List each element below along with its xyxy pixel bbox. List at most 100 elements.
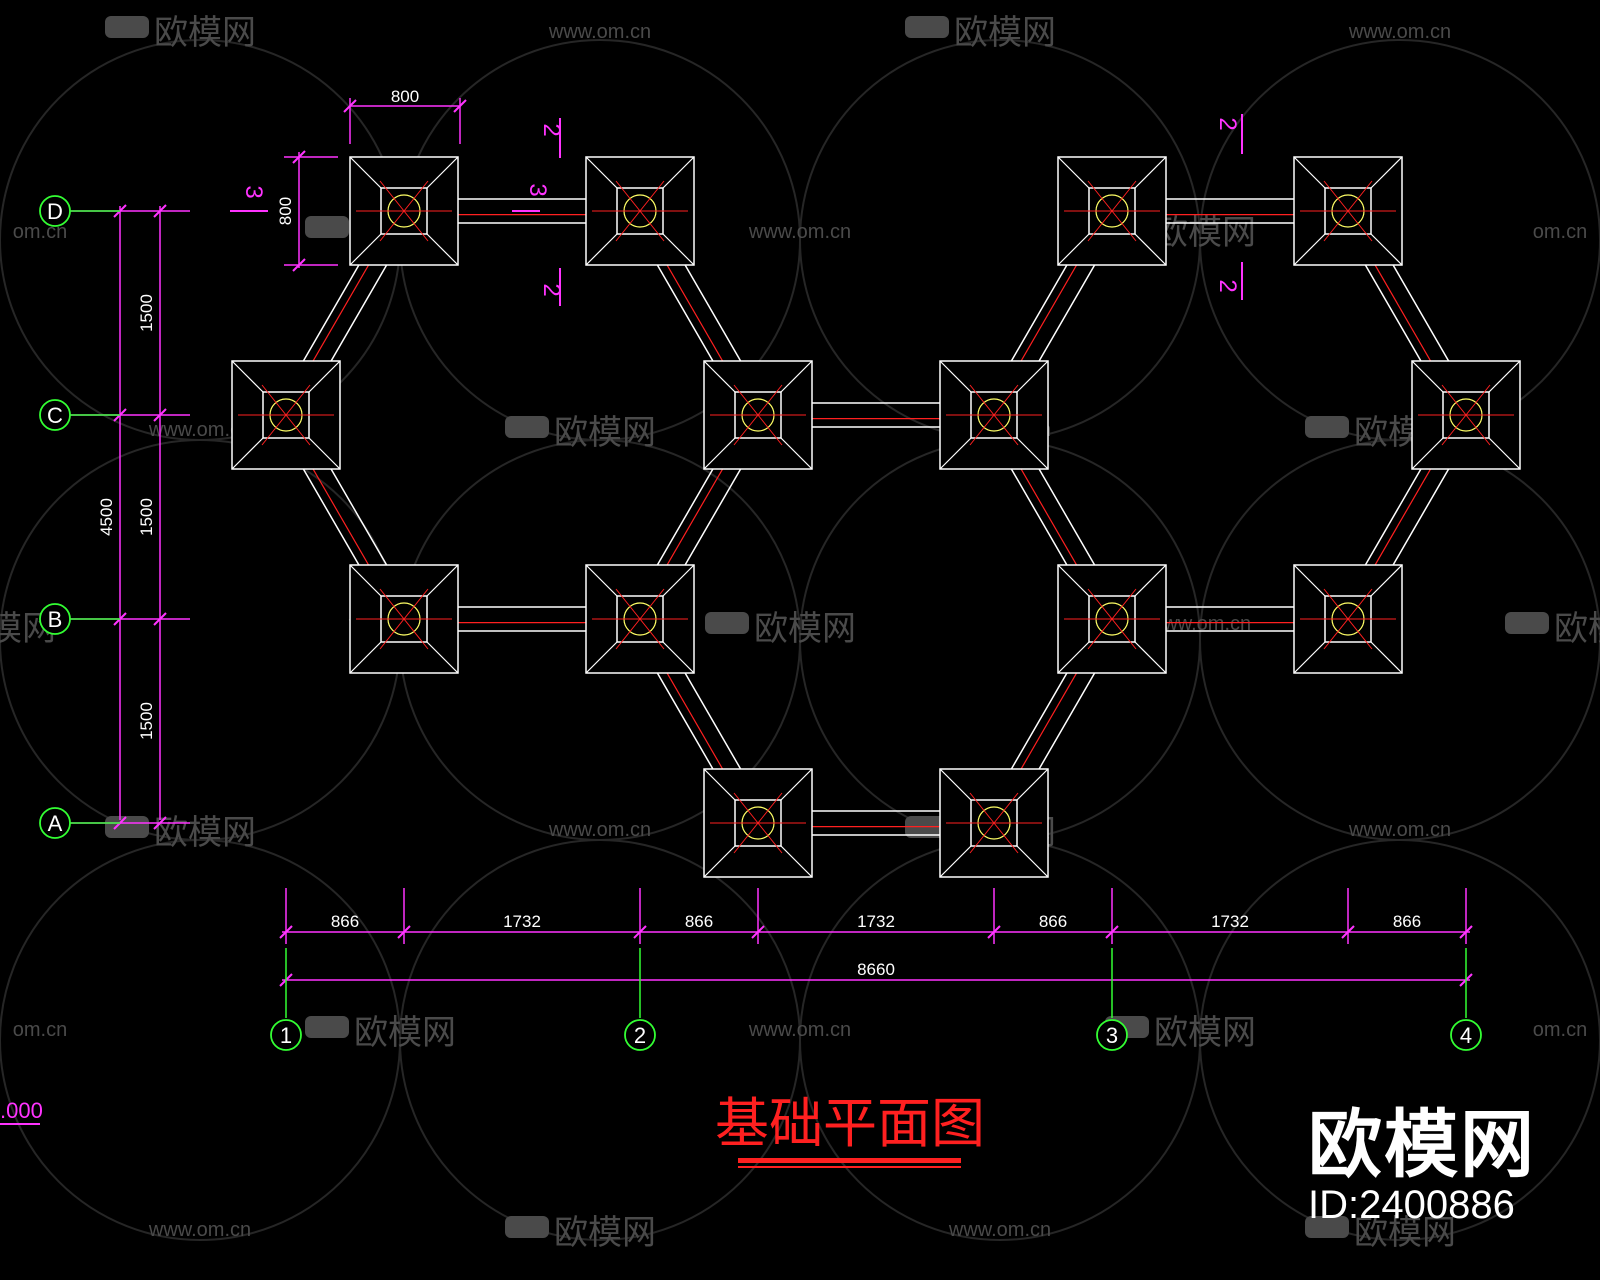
dim-horizontal-segment: 866 bbox=[1393, 912, 1421, 931]
pad-slope-line bbox=[1134, 564, 1167, 597]
pad-slope-line bbox=[308, 360, 341, 393]
foundation-pad bbox=[585, 156, 695, 266]
pad-slope-line bbox=[939, 768, 972, 801]
pad-slope-line bbox=[1293, 156, 1326, 189]
pad-slope-line bbox=[780, 768, 813, 801]
pad-slope-line bbox=[780, 360, 813, 393]
pad-centerline bbox=[1087, 588, 1137, 650]
axis-bubble-row bbox=[39, 195, 71, 227]
pad-slope-line bbox=[231, 437, 264, 470]
axis-bubble-col bbox=[1096, 1019, 1128, 1051]
dimension-tick bbox=[453, 99, 467, 113]
pad-slope-line bbox=[1293, 233, 1326, 266]
dimension-tick bbox=[751, 925, 765, 939]
pad-centerline bbox=[615, 588, 665, 650]
pad-slope-line bbox=[585, 641, 618, 674]
annotation-layer: 基础平面图 .000 bbox=[0, 1092, 985, 1168]
pad-slope-line bbox=[1293, 641, 1326, 674]
pad-slope-line bbox=[426, 564, 459, 597]
section-mark-label: 2 bbox=[1214, 117, 1241, 130]
pad-centerline bbox=[1323, 588, 1373, 650]
axis-label-col: 2 bbox=[634, 1023, 646, 1048]
axis-bubble-col bbox=[1450, 1019, 1482, 1051]
foundation-pad bbox=[1293, 564, 1403, 674]
axis-label-row: A bbox=[48, 811, 63, 836]
watermark-arc bbox=[1199, 839, 1600, 1241]
watermark-logo-text: 欧模网 bbox=[354, 1014, 456, 1052]
pad-slope-line bbox=[703, 845, 736, 878]
pad-slope-line bbox=[939, 437, 972, 470]
axis-label-row: B bbox=[48, 607, 63, 632]
foundation-pad bbox=[1293, 156, 1403, 266]
watermark-logo-icon bbox=[705, 612, 749, 634]
dim-vertical-segment: 1500 bbox=[137, 498, 156, 536]
pad-slope-line bbox=[1057, 233, 1090, 266]
pad-slope-line bbox=[1134, 233, 1167, 266]
foundation-pad bbox=[1057, 156, 1167, 266]
pad-slope-line bbox=[703, 768, 736, 801]
section-mark-label: 2 bbox=[538, 283, 565, 296]
axis-bubble-col bbox=[624, 1019, 656, 1051]
pad-slope-line bbox=[780, 437, 813, 470]
dim-horizontal-segment: 1732 bbox=[1211, 912, 1249, 931]
watermark-logo-text: 欧模网 bbox=[554, 414, 656, 452]
foundation-pad bbox=[939, 360, 1049, 470]
watermark-url-cropped: om.cn bbox=[1533, 221, 1587, 243]
section-mark-label: 3 bbox=[524, 183, 551, 196]
pad-centerline bbox=[615, 180, 665, 242]
watermark-url: www.om.cn bbox=[548, 21, 651, 43]
axis-bubble-row bbox=[39, 603, 71, 635]
watermark-arc bbox=[0, 439, 401, 841]
brand-watermark: 欧模网 ID:2400886 bbox=[1308, 1108, 1536, 1228]
pad-centerline bbox=[379, 180, 429, 242]
pad-slope-line bbox=[1016, 360, 1049, 393]
title-underline bbox=[738, 1158, 961, 1163]
axis-label-row: D bbox=[47, 199, 63, 224]
watermark-logo-icon bbox=[305, 216, 349, 238]
dimension-tick bbox=[153, 408, 167, 422]
pad-slope-line bbox=[1411, 437, 1444, 470]
watermark-arc bbox=[799, 839, 1201, 1241]
dim-vertical-segment: 1500 bbox=[137, 294, 156, 332]
foundation-pad bbox=[585, 564, 695, 674]
dimension-tick bbox=[153, 612, 167, 626]
left-edge-label: .000 bbox=[0, 1098, 43, 1123]
dimension-tick bbox=[292, 150, 306, 164]
pad-slope-line bbox=[780, 845, 813, 878]
watermark-logo-text: 欧模网 bbox=[154, 14, 256, 52]
pad-slope-line bbox=[1016, 437, 1049, 470]
pad-slope-line bbox=[426, 156, 459, 189]
pad-slope-line bbox=[349, 564, 382, 597]
foundation-pad bbox=[349, 564, 459, 674]
pad-slope-line bbox=[585, 156, 618, 189]
pad-slope-line bbox=[1134, 641, 1167, 674]
section-mark-label: 2 bbox=[1214, 279, 1241, 292]
pad-slope-line bbox=[1370, 156, 1403, 189]
section-mark-label: 2 bbox=[538, 123, 565, 136]
pad-slope-line bbox=[308, 437, 341, 470]
watermark-logo-icon bbox=[105, 816, 149, 838]
watermark-logo-icon bbox=[905, 16, 949, 38]
watermark-url: www.om.cn bbox=[1348, 21, 1451, 43]
pad-slope-line bbox=[349, 156, 382, 189]
watermark-url-cropped: om.cn bbox=[1533, 1019, 1587, 1041]
watermark-logo-icon bbox=[505, 1216, 549, 1238]
watermark-logo-text: 欧模网 bbox=[1154, 1014, 1256, 1052]
axis-bubble-row bbox=[39, 399, 71, 431]
brand-name: 欧模网 bbox=[1308, 1102, 1536, 1188]
watermark-url: www.om.cn bbox=[948, 1219, 1051, 1241]
watermark-logo-text: 欧模网 bbox=[1554, 610, 1600, 648]
axis-bubble-col bbox=[270, 1019, 302, 1051]
pad-slope-line bbox=[585, 564, 618, 597]
pad-centerline bbox=[733, 792, 783, 854]
watermark-logo-icon bbox=[1305, 416, 1349, 438]
watermark-url: www.om.cn bbox=[1348, 819, 1451, 841]
dim-pad-height: 800 bbox=[276, 197, 295, 225]
watermark-url: www.om.cn bbox=[148, 419, 251, 441]
pad-slope-line bbox=[703, 360, 736, 393]
pad-centerline bbox=[379, 588, 429, 650]
pad-slope-line bbox=[662, 156, 695, 189]
foundation-pad bbox=[1057, 564, 1167, 674]
